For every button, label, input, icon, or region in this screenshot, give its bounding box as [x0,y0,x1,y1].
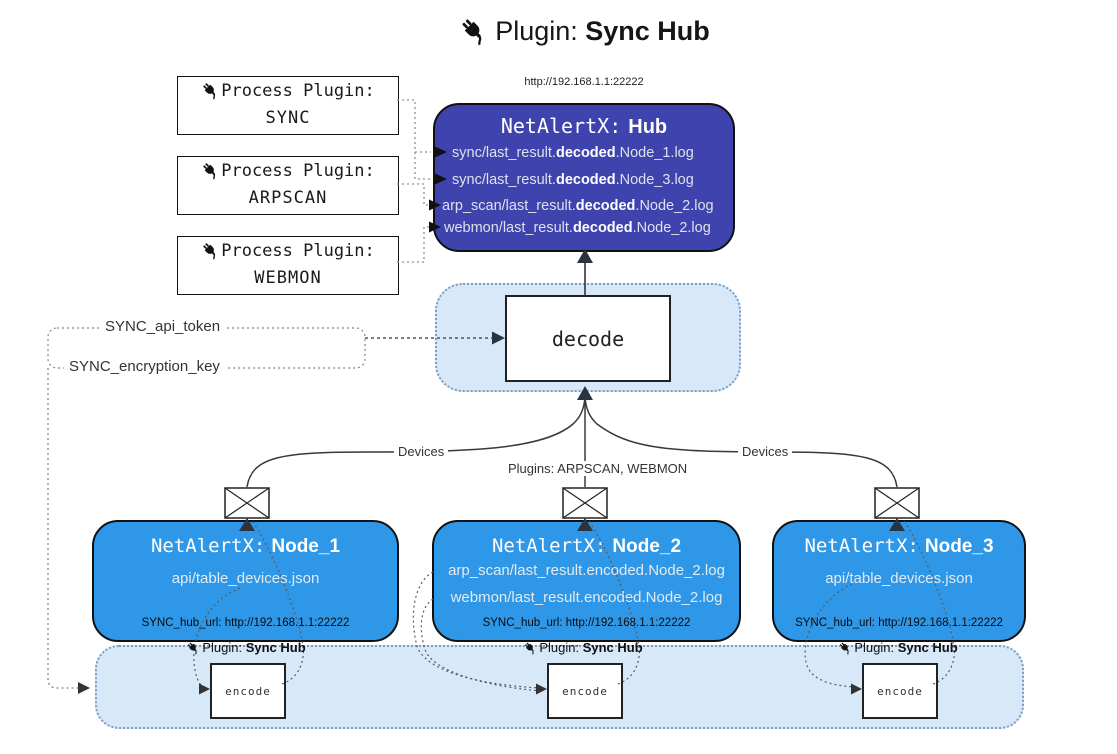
process-plugin-label: Process Plugin: [221,161,375,181]
hub-box: NetAlertX: Hub sync/last_result.decoded.N… [433,103,735,252]
encode-plugin-badge: Plugin: Sync Hub [523,640,643,658]
process-plugin-label: Process Plugin: [221,241,375,261]
process-plugin-name: WEBMON [254,268,322,288]
node-file: arp_scan/last_result.encoded.Node_2.log [448,562,725,579]
node-file: api/table_devices.json [171,570,320,587]
sync-encryption-key-label: SYNC_encryption_key [64,358,225,375]
envelope-icon [562,487,608,519]
encode-box: encode [547,663,623,719]
hub-log-line: sync/last_result.decoded.Node_3.log [452,172,694,188]
hub-log-line: sync/last_result.decoded.Node_1.log [452,145,694,161]
hub-title-prefix: NetAlertX: [500,114,622,138]
plugins-edge-label: Plugins: ARPSCAN, WEBMON [504,461,692,476]
plug-icon [201,241,220,265]
node-file: webmon/last_result.encoded.Node_2.log [450,589,723,606]
process-plugin-box-webmon: Process Plugin: WEBMON [177,236,399,295]
node-hub-url: SYNC_hub_url: http://192.168.1.1:22222 [482,617,691,629]
devices-edge-label-right: Devices [738,444,793,459]
node-3-box: NetAlertX:Node_3 api/table_devices.json … [772,520,1026,642]
node-2-box: NetAlertX:Node_2 arp_scan/last_result.en… [432,520,741,642]
encode-plugin-badge: Plugin: Sync Hub [186,640,306,658]
plug-icon [838,641,852,658]
hub-url: http://192.168.1.1:22222 [524,76,644,88]
page-title-name: Sync Hub [585,16,710,46]
process-plugin-name: ARPSCAN [248,188,328,208]
plug-icon [201,81,220,105]
decode-box: decode [505,295,671,382]
node-file: api/table_devices.json [825,570,973,587]
plug-icon [523,641,537,658]
encode-box: encode [210,663,286,719]
envelope-icon [874,487,920,519]
node-title: NetAlertX:Node_3 [804,535,994,557]
plug-icon [459,16,489,53]
process-plugin-box-sync: Process Plugin: SYNC [177,76,399,135]
page-title: Plugin: Sync Hub [52,16,1117,53]
hub-log-line: webmon/last_result.decoded.Node_2.log [444,220,711,236]
node-hub-url: SYNC_hub_url: http://192.168.1.1:22222 [141,617,350,629]
plugin-to-hub-connectors [397,99,431,263]
node-title: NetAlertX:Node_1 [150,535,341,557]
band-arrowhead [78,682,90,694]
page-title-label: Plugin: [495,16,578,46]
sync-api-token-label: SYNC_api_token [100,318,226,335]
node-hub-url: SYNC_hub_url: http://192.168.1.1:22222 [795,617,1003,629]
envelope-icon [224,487,270,519]
plug-icon [186,641,200,658]
plug-icon [201,161,220,185]
process-plugin-name: SYNC [265,108,311,128]
settings-to-band-line [47,368,78,689]
hub-log-line: arp_scan/last_result.decoded.Node_2.log [442,198,714,214]
hub-title: NetAlertX: Hub [435,114,733,139]
hub-title-name: Hub [628,116,668,138]
process-plugin-box-arpscan: Process Plugin: ARPSCAN [177,156,399,215]
node-title: NetAlertX:Node_2 [491,535,682,557]
process-plugin-label: Process Plugin: [221,81,375,101]
encode-plugin-badge: Plugin: Sync Hub [838,640,958,658]
node-1-box: NetAlertX:Node_1 api/table_devices.json … [92,520,399,642]
devices-edge-label-left: Devices [394,444,449,459]
encode-box: encode [862,663,938,719]
